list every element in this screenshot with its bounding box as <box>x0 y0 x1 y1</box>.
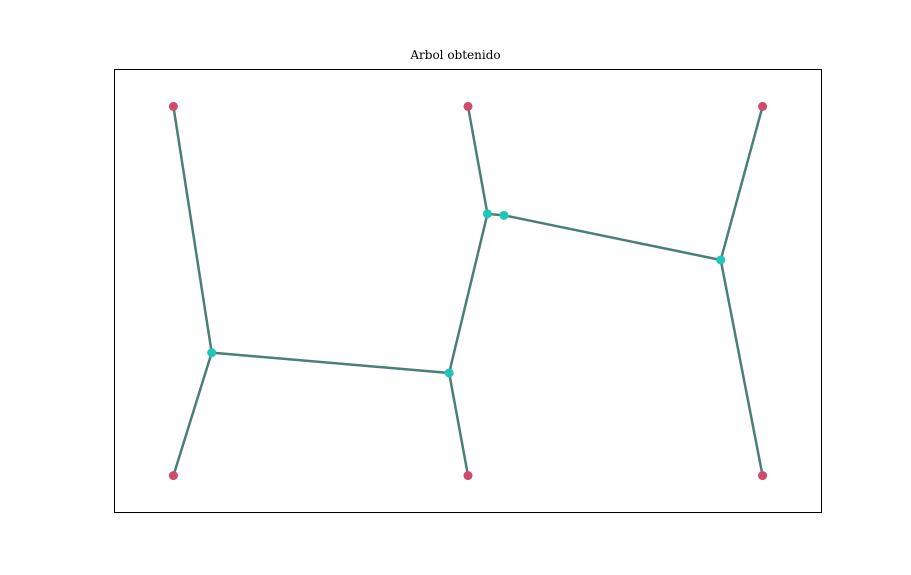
edge-s2-t5 <box>447 371 470 477</box>
terminal-node-t6 <box>758 471 768 481</box>
edge-s5-t6 <box>719 258 764 477</box>
plot-frame <box>114 69 822 513</box>
nodes-layer <box>168 101 768 481</box>
chart-title: Arbol obtenido <box>410 48 501 62</box>
edge-t2-s3 <box>466 105 489 216</box>
edge-t1-s1 <box>172 105 213 354</box>
edge-t3-s5 <box>719 105 764 262</box>
steiner-node-s1 <box>207 348 217 358</box>
edge-t4-s1 <box>172 351 213 477</box>
edges-layer <box>172 105 764 477</box>
terminal-node-t1 <box>168 101 178 111</box>
terminal-node-t4 <box>168 471 178 481</box>
terminal-node-t3 <box>758 101 768 111</box>
terminal-node-t2 <box>463 101 473 111</box>
edge-s1-s2 <box>210 351 451 375</box>
steiner-node-s3 <box>482 209 492 219</box>
steiner-node-s2 <box>444 368 454 378</box>
edge-s4-s5 <box>502 214 723 262</box>
steiner-node-s5 <box>716 255 726 265</box>
steiner-node-s4 <box>499 210 509 220</box>
terminal-node-t5 <box>463 471 473 481</box>
edge-s2-s3 <box>447 212 489 375</box>
